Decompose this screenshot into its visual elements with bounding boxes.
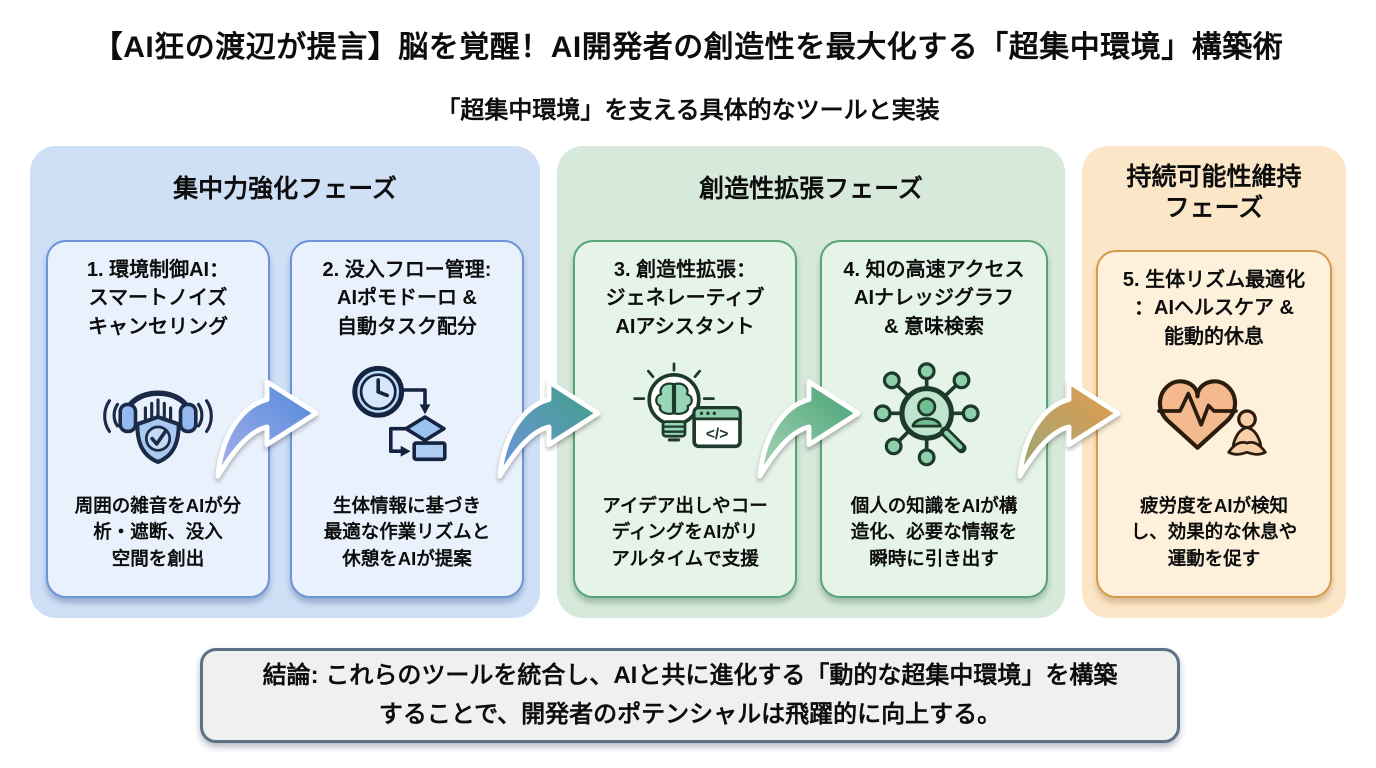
noise-cancelling-headphones-shield-icon (103, 390, 213, 465)
flow-arrow-1 (215, 379, 319, 479)
flow-arrow-4 (1017, 379, 1121, 479)
card-description: 個人の知識をAIが構 造化、必要な情報を 瞬時に引き出す (850, 495, 1018, 569)
card-description: 生体情報に基づき 最適な作業リズムと 休憩をAIが提案 (323, 495, 491, 569)
phase-title-focus: 集中力強化フェーズ (173, 175, 397, 203)
knowledge-graph-search-icon (873, 362, 980, 467)
card-title: 4. 知の高速アクセス AIナレッジグラフ & 意味検索 (843, 259, 1025, 338)
phase-title-creativity: 創造性拡張フェーズ (699, 175, 923, 203)
card-biorhythm-optimization: 5. 生体リズム最適化 ：AIヘルスケア & 能動的休息 疲労度をAIが検知 し… (1096, 250, 1332, 598)
clock-flowchart-icon (352, 366, 447, 462)
conclusion-text: 結論: これらのツールを統合し、AIと共に進化する「動的な超集中環境」を構築 す… (262, 662, 1118, 728)
card-title: 2. 没入フロー管理: AIポモドーロ & 自動タスク配分 (322, 259, 492, 338)
flow-arrow-2 (497, 379, 601, 479)
card-generative-ai-assistant: 3. 創造性拡張： ジェネレーティブ AIアシスタント (573, 240, 797, 598)
card-icon-wrap (867, 341, 1001, 493)
heart-pulse-meditation-icon (1157, 379, 1267, 456)
code-glyph: </> (706, 426, 729, 443)
lightbulb-brain-code-icon: </> (633, 362, 742, 449)
page-title: 【AI狂の渡辺が提言】脳を覚醒！AI開発者の創造性を最大化する「超集中環境」構築… (92, 31, 1284, 64)
card-title: 3. 創造性拡張： ジェネレーティブ AIアシスタント (605, 259, 765, 338)
conclusion-box: 結論: これらのツールを統合し、AIと共に進化する「動的な超集中環境」を構築 す… (200, 648, 1180, 743)
phase-title-sustainability: 持続可能性維持 フェーズ (1126, 163, 1302, 223)
card-description: 周囲の雑音をAIが分 析・遮断、没入 空間を創出 (74, 495, 242, 569)
card-title: 5. 生体リズム最適化 ：AIヘルスケア & 能動的休息 (1122, 269, 1306, 348)
card-icon-wrap (93, 341, 223, 493)
card-icon-wrap (1147, 351, 1281, 493)
card-description: 疲労度をAIが検知 し、効果的な休息や 運動を促す (1130, 495, 1298, 569)
card-title: 1. 環境制御AI： スマートノイズ キャンセリング (86, 259, 230, 338)
card-immersive-flow-management: 2. 没入フロー管理: AIポモドーロ & 自動タスク配分 生体情報に基づき 最… (290, 240, 524, 598)
page-subtitle: 「超集中環境」を支える具体的なツールと実装 (436, 97, 940, 124)
flow-arrow-3 (757, 379, 861, 479)
card-description: アイデア出しやコー ディングをAIがリ アルタイムで支援 (602, 495, 768, 569)
card-icon-wrap: </> (618, 341, 752, 493)
card-icon-wrap (342, 341, 472, 493)
